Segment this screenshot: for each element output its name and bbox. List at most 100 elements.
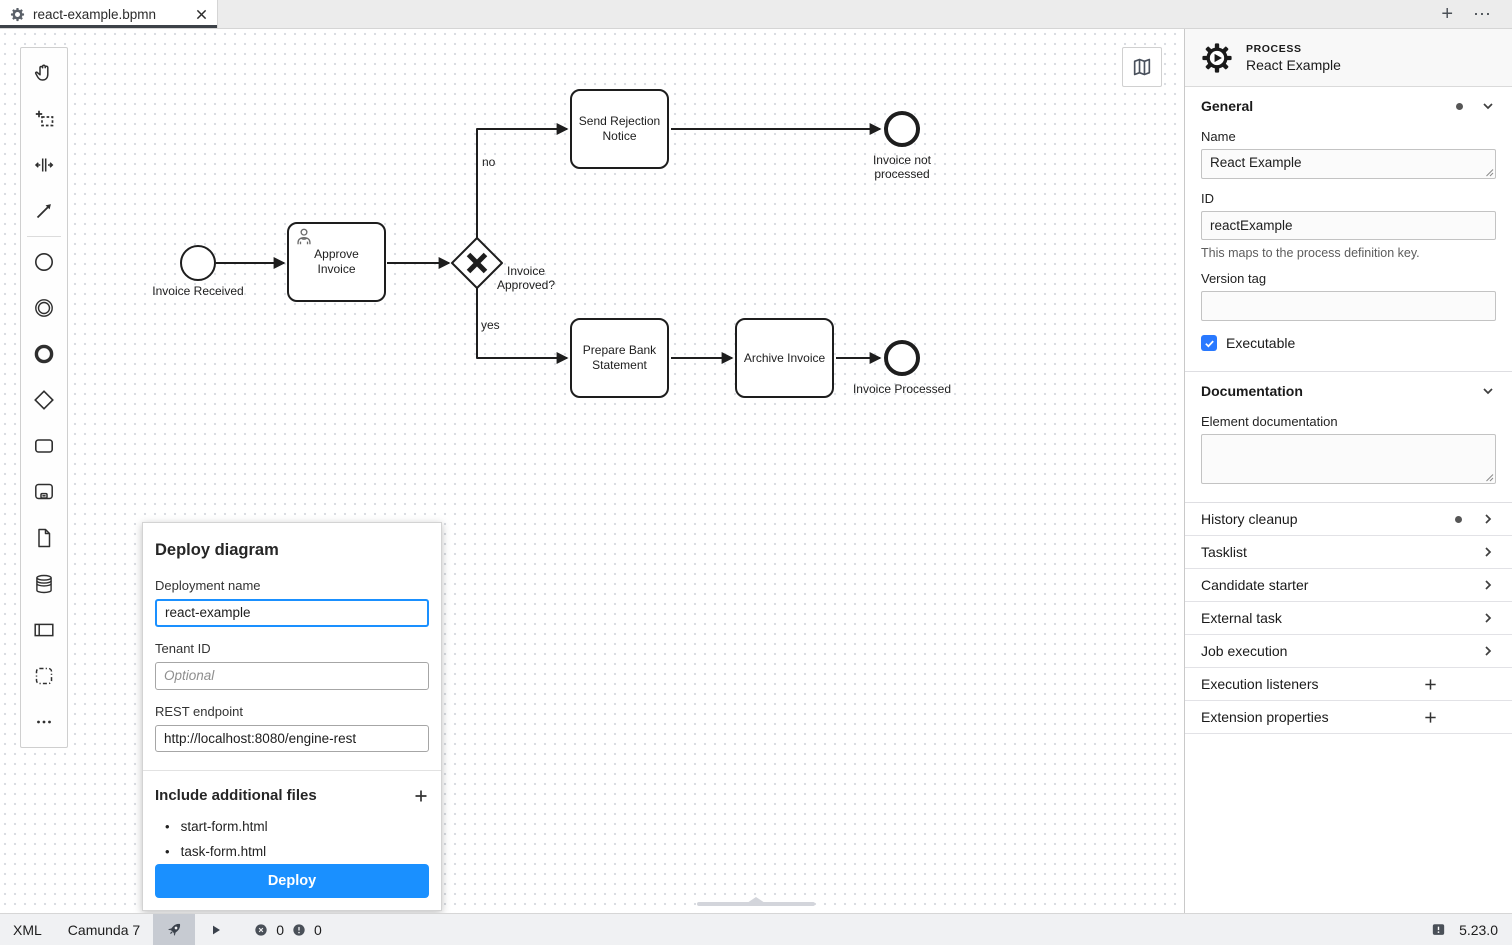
end-event-label[interactable]: Invoice not processed [872, 153, 932, 181]
bpmn-canvas[interactable]: Invoice Received Approve Invoice no Invo… [0, 29, 1184, 913]
section-extension-properties[interactable]: Extension properties [1185, 701, 1512, 734]
add-file-plus-icon[interactable] [413, 788, 429, 804]
section-job-execution[interactable]: Job execution [1185, 635, 1512, 668]
task-archive-invoice[interactable]: Archive Invoice [735, 318, 834, 398]
task-label: Approve Invoice [314, 247, 359, 276]
properties-panel: PROCESS React Example General Name React… [1184, 29, 1512, 913]
rest-endpoint-input[interactable] [155, 724, 429, 753]
create-end-event-icon[interactable] [21, 331, 67, 377]
task-label: Prepare Bank Statement [582, 343, 657, 372]
section-title: Tasklist [1201, 544, 1247, 560]
section-history-cleanup[interactable]: History cleanup [1185, 503, 1512, 536]
end-event-label[interactable]: Invoice Processed [852, 382, 952, 396]
tab-close-icon[interactable] [196, 9, 207, 20]
version-tag-label: Version tag [1201, 271, 1267, 286]
flow-yes-label[interactable]: yes [481, 318, 500, 332]
tab-title: react-example.bpmn [33, 6, 157, 22]
chevron-down-icon [1483, 388, 1493, 395]
xml-view-toggle[interactable]: XML [13, 921, 42, 938]
create-participant-icon[interactable] [21, 607, 67, 653]
bpmn-file-gear-icon [10, 7, 25, 21]
chevron-right-icon [1485, 613, 1492, 623]
create-gateway-icon[interactable] [21, 377, 67, 423]
section-tasklist[interactable]: Tasklist [1185, 536, 1512, 569]
add-execution-listener-icon[interactable] [1423, 677, 1438, 692]
create-data-store-icon[interactable] [21, 561, 67, 607]
deployment-name-input[interactable] [155, 599, 429, 627]
element-name-label: React Example [1246, 57, 1341, 73]
section-candidate-starter[interactable]: Candidate starter [1185, 569, 1512, 602]
tool-palette [20, 47, 68, 748]
checkmark-icon [1204, 340, 1214, 348]
sequence-flows-layer [216, 123, 882, 364]
section-execution-listeners[interactable]: Execution listeners [1185, 668, 1512, 701]
feedback-icon[interactable] [1430, 921, 1447, 938]
documentation-section-body: Element documentation [1185, 408, 1512, 502]
process-name-input[interactable]: React Example [1201, 149, 1496, 179]
tab-react-example[interactable]: react-example.bpmn [0, 0, 218, 28]
modified-dot-indicator [1455, 515, 1462, 523]
rest-endpoint-label: REST endpoint [155, 703, 243, 719]
section-general[interactable]: General [1185, 87, 1512, 123]
problems-indicator[interactable]: 0 0 [253, 914, 322, 945]
section-title: General [1201, 98, 1254, 114]
flow-no-to-reject[interactable] [476, 123, 569, 238]
section-documentation[interactable]: Documentation [1185, 372, 1512, 408]
file-name: task-form.html [180, 844, 267, 860]
section-external-task[interactable]: External task [1185, 602, 1512, 635]
status-bar: XML Camunda 7 0 [0, 913, 1512, 945]
lasso-tool-icon[interactable] [21, 96, 67, 142]
id-label: ID [1201, 191, 1214, 206]
global-connect-tool-icon[interactable] [21, 188, 67, 234]
exclusive-gateway[interactable] [451, 237, 503, 289]
user-task-approve-invoice[interactable]: Approve Invoice [287, 222, 386, 302]
task-label: Archive Invoice [743, 350, 826, 365]
more-options-icon[interactable]: ⋯ [1473, 4, 1492, 24]
new-tab-icon[interactable]: + [1441, 3, 1453, 25]
end-event-invoice-not-processed[interactable] [884, 111, 920, 147]
gateway-label[interactable]: Invoice Approved? [496, 264, 556, 292]
create-data-object-icon[interactable] [21, 515, 67, 561]
create-start-event-icon[interactable] [21, 239, 67, 285]
hand-tool-icon[interactable] [21, 50, 67, 96]
more-tools-icon[interactable] [21, 699, 67, 745]
element-documentation-input[interactable] [1201, 434, 1496, 484]
palette-separator [27, 236, 61, 237]
section-title: External task [1201, 610, 1282, 626]
create-group-icon[interactable] [21, 653, 67, 699]
version-tag-input[interactable] [1201, 291, 1496, 321]
general-section-body: Name React Example ID This maps to the p… [1185, 123, 1512, 371]
space-tool-icon[interactable] [21, 142, 67, 188]
deploy-button[interactable]: Deploy [155, 864, 429, 898]
chevron-right-icon [1485, 646, 1492, 656]
error-icon [255, 923, 267, 936]
end-event-invoice-processed[interactable] [884, 340, 920, 376]
create-subprocess-icon[interactable] [21, 469, 67, 515]
flow-yes-to-prepare[interactable] [476, 288, 569, 364]
process-id-input[interactable] [1201, 211, 1496, 240]
process-icon [1202, 43, 1232, 73]
deploy-button-statusbar[interactable] [153, 914, 196, 945]
flow-no-label[interactable]: no [482, 155, 496, 169]
task-send-rejection-notice[interactable]: Send Rejection Notice [570, 89, 669, 169]
include-files-title: Include additional files [155, 787, 317, 805]
additional-file-item: task-form.html [155, 839, 429, 864]
create-task-icon[interactable] [21, 423, 67, 469]
rocket-icon [167, 923, 180, 936]
tab-bar: react-example.bpmn + ⋯ [0, 0, 1512, 29]
tenant-id-input[interactable] [155, 661, 429, 690]
minimap-toggle-button[interactable] [1122, 47, 1162, 87]
id-description: This maps to the process definition key. [1201, 246, 1420, 260]
engine-selector[interactable]: Camunda 7 [67, 921, 141, 938]
modified-dot-indicator [1456, 102, 1463, 110]
section-title: Job execution [1201, 643, 1288, 659]
create-intermediate-event-icon[interactable] [21, 285, 67, 331]
task-prepare-bank-statement[interactable]: Prepare Bank Statement [570, 318, 669, 398]
start-event-invoice-received[interactable] [180, 245, 216, 281]
executable-checkbox[interactable] [1201, 335, 1217, 351]
run-process-button[interactable] [195, 914, 237, 945]
element-type-label: PROCESS [1246, 43, 1302, 55]
add-extension-property-icon[interactable] [1423, 710, 1438, 725]
bottom-panel-handle[interactable] [697, 897, 815, 906]
start-event-label[interactable]: Invoice Received [152, 284, 244, 298]
